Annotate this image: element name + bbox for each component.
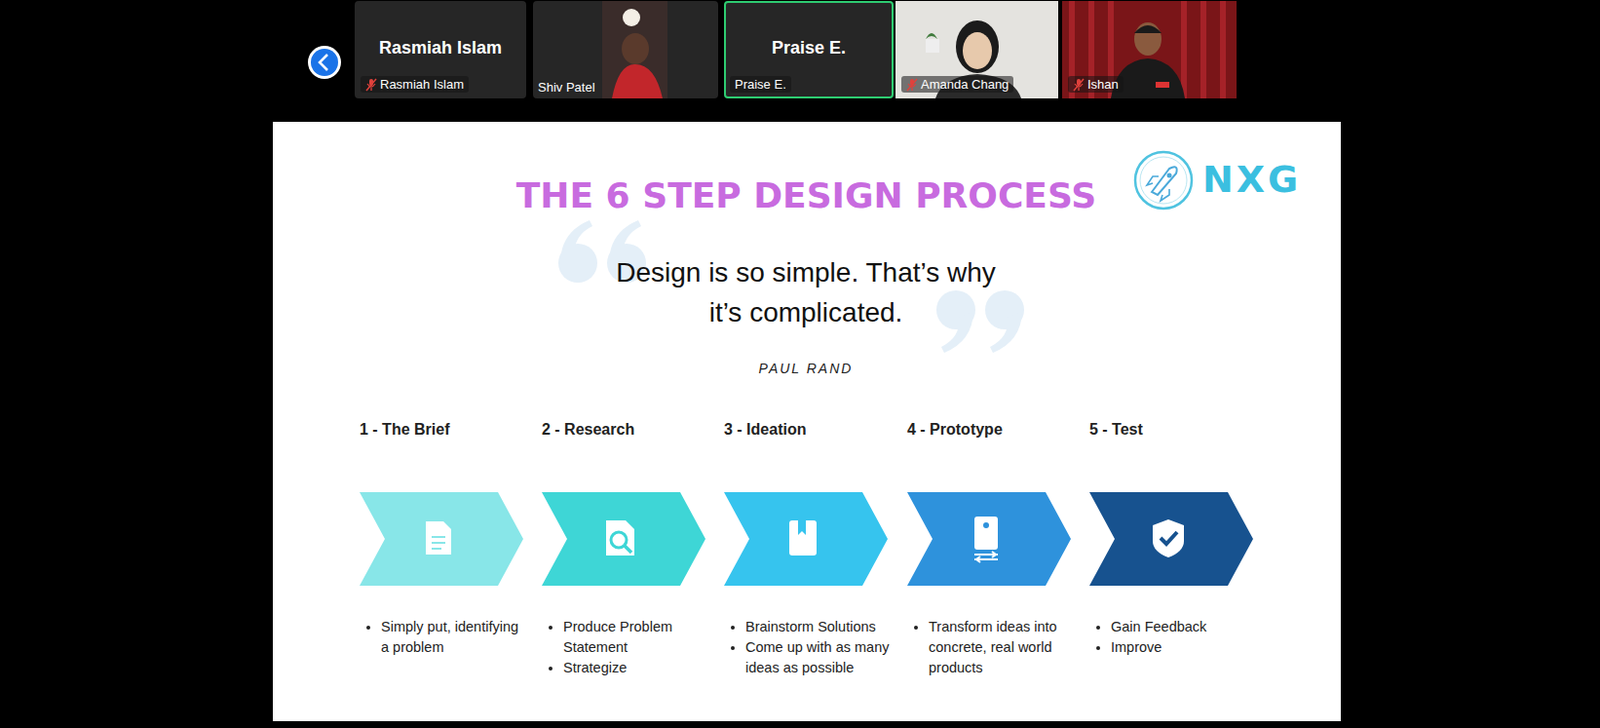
bullet-list: Gain FeedbackImprove bbox=[1089, 616, 1258, 658]
step-icon bbox=[606, 520, 635, 556]
video-tile-active bbox=[724, 1, 893, 98]
quote-author: PAUL RAND bbox=[708, 360, 904, 377]
icon-handle bbox=[624, 545, 632, 553]
back-button bbox=[307, 45, 342, 79]
step-heading: 5 - Test bbox=[1089, 420, 1143, 439]
process-step: 3 - IdeationBrainstorm SolutionsCome up … bbox=[723, 420, 900, 704]
slide-title: THE 6 STEP DESIGN PROCESS bbox=[370, 175, 1243, 216]
icon-dot bbox=[983, 522, 990, 529]
mic-slash bbox=[366, 78, 377, 91]
back-arrow bbox=[319, 54, 328, 71]
name-label: Praise E. bbox=[729, 76, 792, 93]
mic-slash bbox=[907, 78, 917, 91]
webcam-photo bbox=[602, 0, 668, 99]
icon-check bbox=[1160, 532, 1178, 544]
process-step: 1 - The BriefSimply put, identifying a p… bbox=[359, 420, 535, 704]
quote-mark bbox=[936, 290, 1025, 353]
icon-arrows bbox=[974, 551, 998, 563]
chevron-shape bbox=[541, 492, 706, 586]
step-heading: 3 - Ideation bbox=[723, 420, 806, 439]
video-tile: Amanda Chang bbox=[895, 0, 1059, 99]
bullet-item: Produce Problem Statement bbox=[563, 616, 710, 658]
participant-name: Praise E. bbox=[734, 76, 787, 92]
step-icon bbox=[425, 521, 452, 555]
bullet-item: Simply put, identifying a problem bbox=[380, 616, 528, 658]
process-step: 4 - PrototypeTransform ideas into concre… bbox=[907, 420, 1083, 704]
document-icon bbox=[425, 521, 452, 555]
chevron-arrow bbox=[541, 492, 706, 586]
tile-name: Rasmiah Islam bbox=[354, 38, 527, 59]
back-button-fill bbox=[310, 48, 339, 77]
quote-text: Design is so simple. That’s why it’s com… bbox=[610, 252, 1001, 333]
chevron-shape bbox=[907, 492, 1071, 586]
icon-lines bbox=[431, 536, 446, 549]
mic-slash bbox=[1073, 78, 1084, 91]
name-label: Ishan bbox=[1067, 76, 1124, 93]
webcam-photo bbox=[1062, 0, 1237, 99]
name-label: Shiv Patel bbox=[533, 78, 601, 96]
process-step: 5 - TestGain FeedbackImprove bbox=[1089, 420, 1265, 704]
name-label: Amanda Chang bbox=[901, 76, 1014, 93]
video-tile bbox=[354, 0, 527, 99]
participant-name: Rasmiah Islam bbox=[380, 76, 464, 92]
step-heading: 1 - The Brief bbox=[359, 420, 450, 439]
video-tile: Ishan bbox=[1062, 0, 1237, 99]
video-tile: Praise E. Praise E. bbox=[723, 0, 894, 99]
icon-lens bbox=[610, 532, 627, 548]
shield-check-icon bbox=[1152, 519, 1184, 558]
bullet-item: Strategize bbox=[563, 657, 710, 679]
video-tile: Shiv Patel bbox=[533, 0, 719, 99]
step-icon bbox=[974, 516, 998, 563]
name-label: Rasmiah Islam bbox=[360, 76, 469, 93]
slide bbox=[272, 121, 1341, 722]
process-step: 2 - ResearchProduce Problem StatementStr… bbox=[541, 420, 718, 704]
step-heading: 2 - Research bbox=[541, 420, 635, 439]
icon-bookmark bbox=[798, 520, 806, 535]
bullet-list: Transform ideas into concrete, real worl… bbox=[907, 616, 1075, 679]
participant-name: Shiv Patel bbox=[537, 79, 596, 95]
step-icon bbox=[789, 520, 817, 556]
bullet-item: Gain Feedback bbox=[1110, 616, 1258, 638]
chevron-arrow bbox=[907, 492, 1071, 586]
bullet-item: Brainstorm Solutions bbox=[745, 616, 892, 638]
bullet-list: Produce Problem StatementStrategize bbox=[541, 616, 710, 679]
muted-mic-icon bbox=[365, 77, 378, 92]
participant-name: Amanda Chang bbox=[920, 76, 1009, 92]
device-icon bbox=[974, 516, 998, 550]
bullet-item: Improve bbox=[1110, 637, 1258, 658]
tile-name: Praise E. bbox=[723, 38, 894, 59]
bullet-list: Simply put, identifying a problem bbox=[359, 616, 528, 658]
book-icon bbox=[789, 520, 817, 556]
chevron-arrow bbox=[359, 492, 524, 586]
chevron-arrow bbox=[723, 492, 888, 586]
step-heading: 4 - Prototype bbox=[907, 420, 1003, 439]
rocket-logo bbox=[1135, 152, 1192, 209]
chevron-shape bbox=[723, 492, 888, 586]
muted-mic-icon bbox=[906, 77, 918, 92]
search-document-icon bbox=[606, 520, 635, 556]
bullet-item: Come up with as many ideas as possible bbox=[745, 637, 892, 679]
video-tile bbox=[533, 0, 719, 99]
chevron-arrow bbox=[1089, 492, 1254, 586]
step-icon bbox=[1152, 519, 1184, 558]
logo-text: NXG bbox=[1202, 157, 1301, 201]
chevron-shape bbox=[1089, 492, 1254, 586]
bullet-item: Transform ideas into concrete, real worl… bbox=[928, 616, 1075, 679]
bullet-list: Brainstorm SolutionsCome up with as many… bbox=[723, 616, 892, 679]
webcam-photo bbox=[895, 0, 1059, 99]
muted-mic-icon bbox=[1072, 77, 1085, 92]
video-tile: Rasmiah IslamRasmiah Islam bbox=[354, 0, 527, 99]
chevron-shape bbox=[359, 492, 524, 586]
participant-name: Ishan bbox=[1087, 76, 1119, 92]
